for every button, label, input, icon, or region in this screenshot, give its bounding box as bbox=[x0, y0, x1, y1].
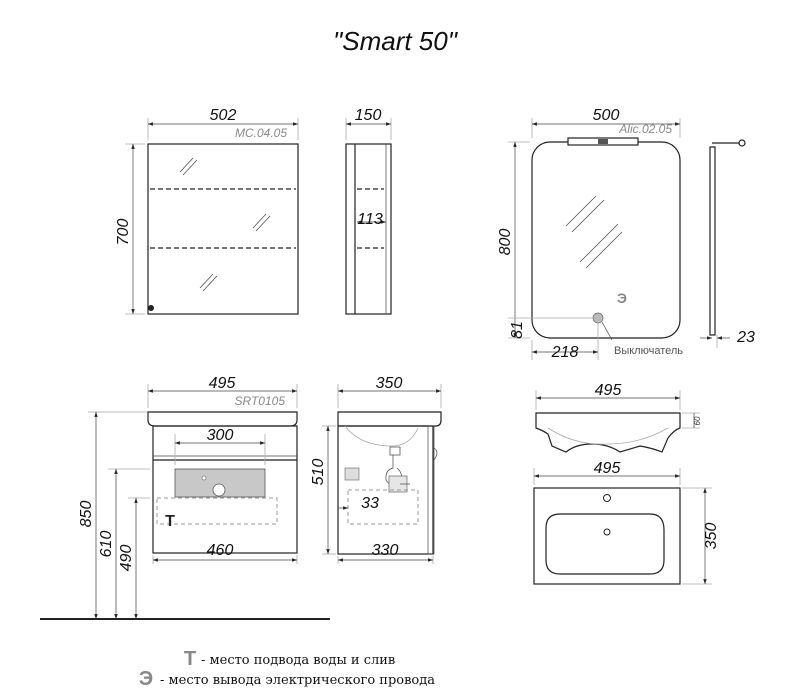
cabinet-height-label: 700 bbox=[115, 219, 132, 246]
legend-text-water: - место подвода воды и слив bbox=[201, 653, 395, 668]
height-dimensions: 850 610 490 bbox=[40, 411, 330, 620]
mirror-side-view: 23 bbox=[700, 139, 755, 348]
basin-top-width-label: 495 bbox=[594, 460, 621, 477]
cabinet-inner-depth-label: 113 bbox=[357, 211, 383, 228]
glass-glare-icon bbox=[565, 195, 623, 269]
door-handle-icon bbox=[148, 305, 154, 311]
siphon-area bbox=[174, 468, 266, 498]
mirror-body bbox=[531, 141, 681, 339]
pipe-zone bbox=[156, 497, 278, 525]
tap-hole-icon bbox=[603, 494, 611, 502]
mirror-front-view: Э 500 Alic.02.05 800 81 218 Выключатель bbox=[497, 107, 683, 361]
vanity-side-view: 350 510 33 330 bbox=[310, 375, 442, 564]
mirror-height-label: 800 bbox=[497, 229, 514, 256]
pipe-offset-label: 33 bbox=[361, 495, 379, 512]
basin-side-width-label: 495 bbox=[595, 382, 622, 399]
legend-mark-electric: Э bbox=[139, 668, 153, 690]
switch-offset-label: 218 bbox=[551, 344, 579, 361]
height-490-label: 490 bbox=[118, 545, 135, 572]
glass-glare-icon bbox=[179, 157, 271, 292]
basin-profile bbox=[535, 412, 681, 453]
electric-outlet-mark: Э bbox=[617, 290, 627, 306]
basin-bowl bbox=[545, 513, 665, 575]
mirror-code-label: Alic.02.05 bbox=[618, 122, 672, 136]
cabinet-width-label: 502 bbox=[210, 107, 237, 124]
mirror-cabinet-side-view: 150 113 bbox=[345, 107, 392, 315]
basin-side-view: 495 60 bbox=[535, 382, 702, 453]
inner-width-label: 300 bbox=[207, 427, 234, 444]
basin-outline bbox=[533, 487, 681, 585]
vanity-bottom-width-label: 460 bbox=[207, 542, 234, 559]
vanity-width-label: 495 bbox=[209, 375, 236, 392]
switch-label: Выключатель bbox=[614, 345, 683, 357]
cabinet-depth-label: 150 bbox=[355, 107, 382, 124]
drain-icon bbox=[603, 528, 611, 536]
legend-mark-water: Т bbox=[184, 648, 196, 670]
pipe-mark: Т bbox=[165, 513, 175, 530]
basin-top-view: 495 350 bbox=[533, 460, 720, 585]
basin-top bbox=[147, 411, 298, 427]
basin-depth-label: 350 bbox=[703, 523, 720, 550]
mirror-bottom-offset-label: 81 bbox=[509, 321, 526, 339]
mirror-width-label: 500 bbox=[593, 107, 620, 124]
mirror-cabinet-front-view: 502 MC.04.05 700 bbox=[115, 107, 299, 315]
vanity-body bbox=[152, 425, 298, 554]
mirror-side-depth-label: 23 bbox=[736, 329, 755, 346]
drawing-title: "Smart 50" bbox=[333, 26, 459, 56]
cabinet-body bbox=[147, 143, 299, 315]
vanity-front-view: 300 Т 495 SRT0105 460 bbox=[147, 375, 298, 564]
height-610-label: 610 bbox=[98, 531, 115, 558]
vanity-code-label: SRT0105 bbox=[235, 394, 286, 408]
legend: Т - место подвода воды и слив Э - место … bbox=[139, 648, 435, 690]
legend-text-electric: - место вывода электрического провода bbox=[160, 673, 435, 688]
basin-thickness-label: 60 bbox=[693, 416, 702, 425]
total-height-label: 850 bbox=[78, 501, 95, 528]
vanity-bottom-depth-label: 330 bbox=[372, 542, 399, 559]
cabinet-code-label: MC.04.05 bbox=[235, 126, 287, 140]
vanity-height-label: 510 bbox=[310, 459, 327, 486]
vanity-depth-label: 350 bbox=[376, 375, 403, 392]
